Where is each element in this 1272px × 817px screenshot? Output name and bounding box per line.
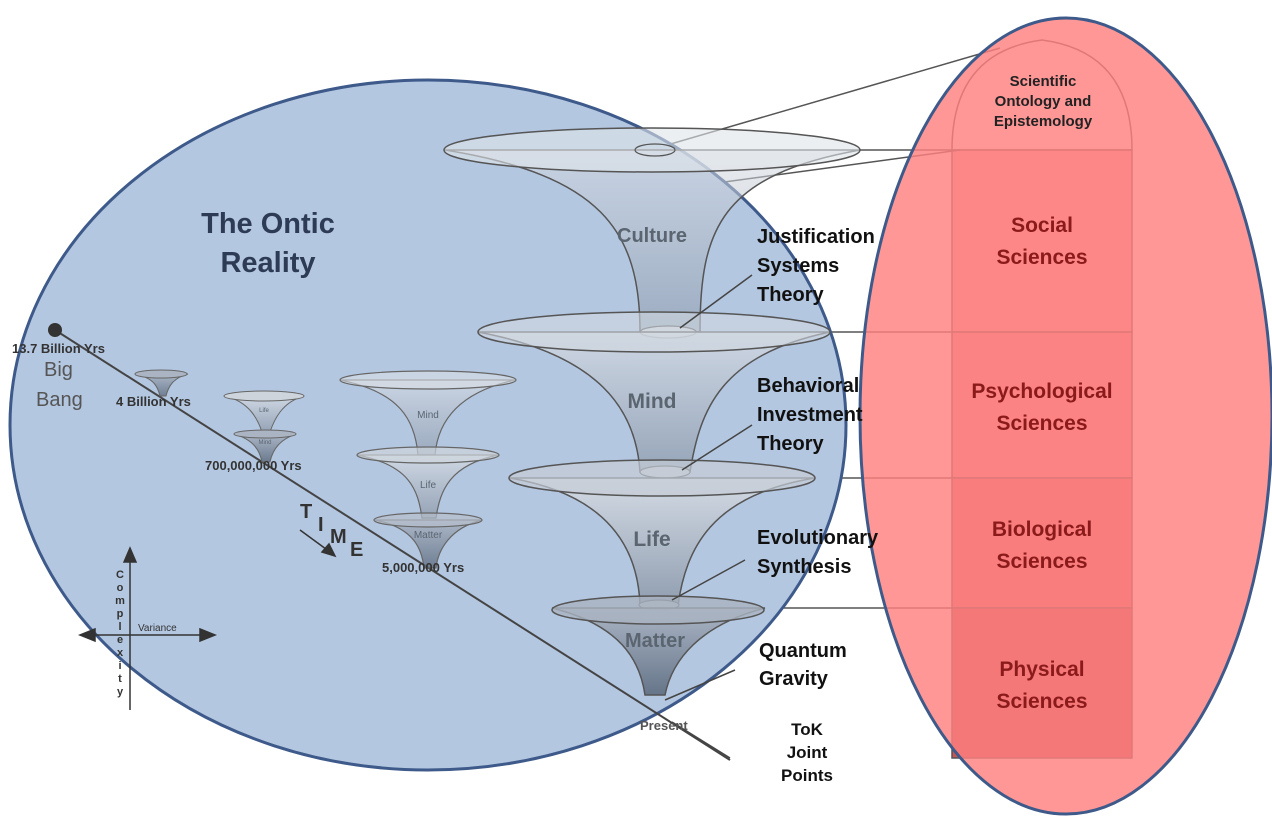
social-sciences-label-2: Sciences bbox=[996, 246, 1087, 269]
psychological-sciences-label-2: Sciences bbox=[996, 412, 1087, 435]
ontology-label-1: Scientific bbox=[1010, 73, 1077, 90]
present-label: Present bbox=[640, 718, 688, 733]
cone-label-culture: Culture bbox=[617, 225, 687, 247]
biological-sciences-label-2: Sciences bbox=[996, 550, 1087, 573]
mid-cones bbox=[339, 370, 517, 569]
small-cone-label-mind: Mind bbox=[258, 440, 271, 446]
time-line bbox=[54, 329, 731, 761]
time-letter-e: E bbox=[350, 539, 363, 561]
complexity-letter-7: i bbox=[118, 660, 121, 672]
time-letter-i: I bbox=[318, 514, 324, 536]
cone-label-matter: Matter bbox=[625, 630, 685, 652]
time-letter-t: T bbox=[300, 501, 312, 523]
complexity-letter-1: o bbox=[117, 582, 124, 594]
joint-connectors bbox=[664, 274, 753, 759]
quantum-label-1: Quantum bbox=[759, 640, 847, 662]
sciences-oval bbox=[858, 16, 1272, 816]
complexity-letter-0: C bbox=[116, 569, 124, 581]
ontology-label-3: Epistemology bbox=[994, 113, 1093, 130]
small-cones bbox=[134, 369, 305, 463]
mid-cone-label-mind: Mind bbox=[417, 410, 439, 421]
quantum-label-2: Gravity bbox=[759, 668, 829, 690]
ontic-title-2: Reality bbox=[220, 247, 315, 279]
time-5-million: 5,000,000 Yrs bbox=[382, 560, 464, 575]
cone-label-life: Life bbox=[633, 528, 670, 551]
physical-sciences-label-2: Sciences bbox=[996, 690, 1087, 713]
small-cone-label-life: Life bbox=[259, 408, 269, 414]
mid-cone-label-life: Life bbox=[420, 480, 437, 491]
biological-sciences-label-1: Biological bbox=[992, 518, 1092, 541]
ontic-title-1: The Ontic bbox=[201, 208, 335, 240]
tok-label-1: ToK bbox=[791, 720, 824, 739]
psychological-sciences-label-1: Psychological bbox=[971, 380, 1112, 403]
complexity-letter-4: l bbox=[118, 621, 121, 633]
complexity-letter-9: y bbox=[117, 686, 124, 698]
social-sciences-label-1: Social bbox=[1011, 214, 1073, 237]
behavioral-label-3: Theory bbox=[757, 433, 825, 455]
complexity-letter-3: p bbox=[117, 608, 124, 620]
big-bang-age: 13.7 Billion Yrs bbox=[12, 341, 105, 356]
complexity-letter-8: t bbox=[118, 673, 122, 685]
justification-label-2: Systems bbox=[757, 255, 839, 277]
cone-label-mind: Mind bbox=[628, 390, 677, 413]
justification-label-1: Justification bbox=[757, 226, 875, 248]
big-bang-label-1: Big bbox=[44, 359, 73, 381]
time-letter-m: M bbox=[330, 526, 347, 548]
justification-label-3: Theory bbox=[757, 284, 825, 306]
evolutionary-label-2: Synthesis bbox=[757, 556, 851, 578]
behavioral-label-1: Behavioral bbox=[757, 375, 859, 397]
behavioral-label-2: Investment bbox=[757, 404, 863, 426]
tok-label-2: Joint bbox=[787, 743, 828, 762]
evolutionary-label-1: Evolutionary bbox=[757, 527, 879, 549]
variance-label: Variance bbox=[138, 623, 177, 634]
axes bbox=[77, 529, 337, 710]
time-4-billion: 4 Billion Yrs bbox=[116, 394, 191, 409]
matter-cone bbox=[551, 595, 766, 696]
ontology-label-2: Ontology and bbox=[995, 93, 1092, 110]
complexity-letter-2: m bbox=[115, 595, 125, 607]
time-700-million: 700,000,000 Yrs bbox=[205, 458, 302, 473]
complexity-letter-6: x bbox=[117, 647, 124, 659]
tok-label-3: Points bbox=[781, 766, 833, 785]
big-bang-label-2: Bang bbox=[36, 389, 83, 411]
physical-sciences-label-1: Physical bbox=[999, 658, 1084, 681]
mid-cone-label-matter: Matter bbox=[414, 530, 443, 541]
complexity-letter-5: e bbox=[117, 634, 123, 646]
big-bang-dot bbox=[48, 323, 62, 337]
